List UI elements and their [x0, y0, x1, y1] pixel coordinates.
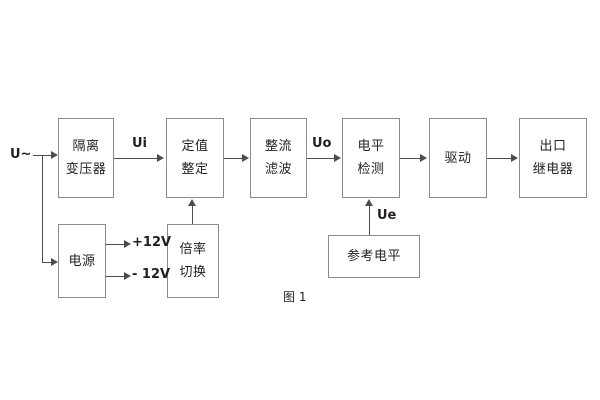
arrow-drive-to-relay-head	[511, 153, 518, 162]
block-level-detection-line-1: 电平	[357, 139, 385, 154]
connector-multiplier-to-setting	[192, 206, 193, 224]
connector-input-bus	[42, 155, 43, 263]
arrow-power-minus12v-head	[124, 271, 131, 280]
connector-power-minus12v	[106, 276, 124, 277]
connector-drive-to-relay	[487, 158, 511, 159]
block-setting-value-line-1: 定值	[181, 139, 209, 154]
arrow-rectify-to-level-head	[334, 153, 341, 162]
block-isolation-transformer[interactable]: 隔离 变压器	[58, 118, 114, 198]
connector-input-to-power	[42, 262, 51, 263]
connector-level-to-drive	[400, 158, 420, 159]
label-uo: Uo	[312, 136, 332, 151]
block-multiplier-switch[interactable]: 倍率 切换	[167, 224, 219, 298]
label-input-source: U~	[10, 147, 32, 162]
block-output-relay-line-2: 继电器	[532, 162, 574, 177]
connector-reference-to-level	[369, 206, 370, 235]
block-rectify-filter[interactable]: 整流 滤波	[250, 118, 307, 198]
connector-input-to-transformer	[42, 155, 51, 156]
block-reference-level-line-1: 参考电平	[346, 249, 401, 264]
arrow-multiplier-to-setting-head	[187, 199, 196, 206]
block-output-relay[interactable]: 出口 继电器	[519, 118, 587, 198]
block-isolation-transformer-line-2: 变压器	[65, 162, 107, 177]
block-multiplier-switch-line-2: 切换	[179, 265, 207, 280]
label-ui: Ui	[132, 136, 148, 151]
block-power-supply-line-1: 电源	[68, 253, 96, 269]
block-output-relay-line-1: 出口	[539, 139, 567, 154]
arrow-level-to-drive-head	[420, 153, 427, 162]
connector-power-plus12v	[106, 244, 124, 245]
block-drive[interactable]: 驱动	[429, 118, 487, 198]
block-rectify-filter-line-2: 滤波	[264, 162, 292, 177]
arrow-setting-to-rectify-head	[242, 153, 249, 162]
arrow-reference-to-level-head	[364, 199, 373, 206]
connector-setting-to-rectify	[224, 158, 242, 159]
arrow-transformer-to-setting-head	[157, 153, 164, 162]
connector-input-stub	[33, 155, 43, 156]
arrow-power-plus12v-head	[124, 239, 131, 248]
block-level-detection[interactable]: 电平 检测	[342, 118, 400, 198]
arrow-input-to-transformer-head	[51, 150, 58, 159]
figure-caption: 图 1	[283, 290, 307, 304]
arrow-input-to-power-head	[51, 257, 58, 266]
block-isolation-transformer-line-1: 隔离	[72, 139, 100, 154]
label-plus-12v: +12V	[132, 235, 172, 250]
block-power-supply[interactable]: 电源	[58, 224, 106, 298]
block-rectify-filter-line-1: 整流	[264, 139, 292, 154]
block-multiplier-switch-line-1: 倍率	[179, 242, 207, 257]
label-minus-12v: - 12V	[132, 267, 171, 282]
block-drive-line-1: 驱动	[444, 150, 472, 166]
block-level-detection-line-2: 检测	[357, 162, 385, 177]
connector-rectify-to-level	[307, 158, 334, 159]
block-setting-value-line-2: 整定	[181, 162, 209, 177]
block-setting-value[interactable]: 定值 整定	[166, 118, 224, 198]
block-reference-level[interactable]: 参考电平	[328, 235, 420, 278]
label-ue: Ue	[377, 208, 397, 223]
connector-transformer-to-setting	[114, 158, 157, 159]
